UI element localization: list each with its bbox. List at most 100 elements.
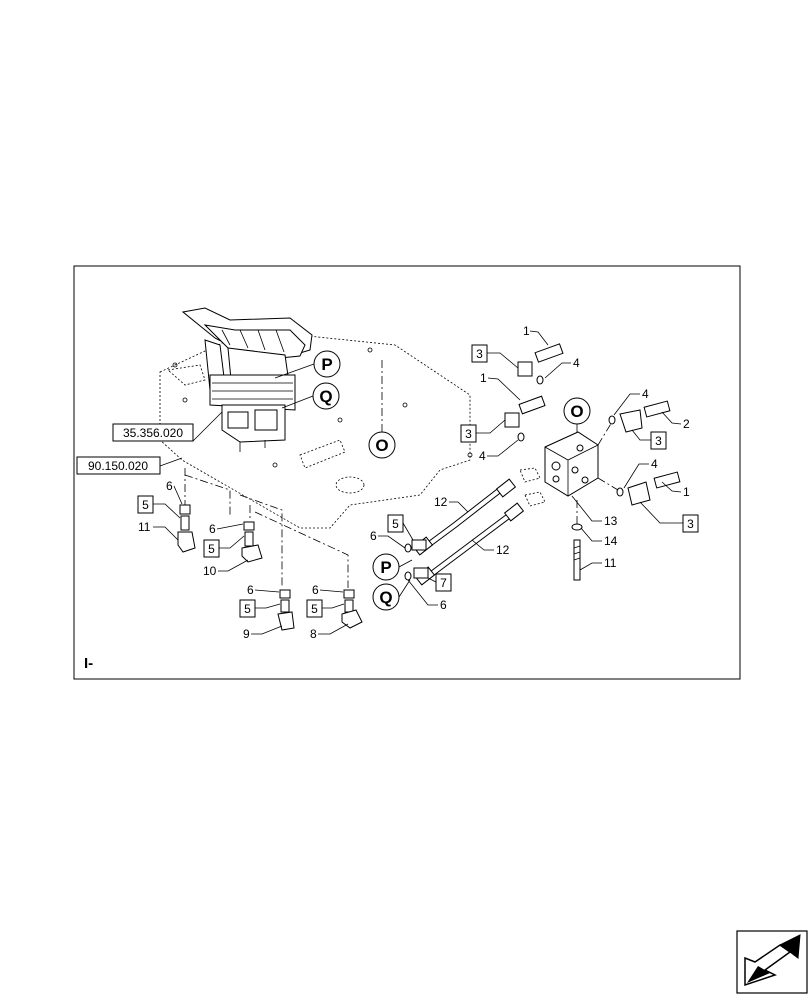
- label-6-a: 6: [166, 479, 183, 505]
- svg-text:4: 4: [642, 387, 649, 401]
- callout-p-top: P: [274, 350, 341, 379]
- label-1-mid: 1: [480, 371, 521, 401]
- fitting-8: [341, 589, 363, 629]
- svg-text:12: 12: [434, 495, 448, 509]
- section-mark: I-: [84, 655, 93, 672]
- svg-text:14: 14: [604, 534, 618, 548]
- boxed-label-5-e: 5: [387, 514, 414, 541]
- svg-text:6: 6: [209, 522, 216, 536]
- svg-text:3: 3: [655, 434, 662, 448]
- svg-text:6: 6: [166, 479, 173, 493]
- svg-text:5: 5: [311, 602, 318, 616]
- callout-o-block: O: [563, 397, 591, 440]
- svg-text:6: 6: [247, 583, 254, 597]
- pedal-assembly: [181, 307, 313, 452]
- label-13: 13: [571, 495, 618, 528]
- fitting-right-2: [597, 400, 671, 446]
- boxed-label-5-a: 5: [137, 495, 181, 519]
- svg-text:9: 9: [243, 627, 250, 641]
- svg-text:12: 12: [496, 543, 510, 557]
- boxed-label-3-right-upper: 3: [631, 429, 667, 450]
- label-10: 10: [203, 559, 249, 578]
- boxed-label-5-b: 5: [203, 535, 245, 558]
- label-12-upper: 12: [434, 495, 469, 513]
- bolt-11: [571, 500, 583, 581]
- svg-text:6: 6: [440, 598, 447, 612]
- svg-text:6: 6: [370, 529, 377, 543]
- svg-text:4: 4: [651, 457, 658, 471]
- svg-text:1: 1: [683, 485, 690, 499]
- valve-block: [544, 431, 599, 497]
- svg-text:5: 5: [392, 517, 399, 531]
- boxed-label-7: 7: [427, 573, 452, 592]
- leader-lines: [184, 468, 349, 588]
- svg-text:35.356.020: 35.356.020: [123, 426, 183, 440]
- svg-text:4: 4: [573, 356, 580, 370]
- next-page-arrow-icon[interactable]: [736, 930, 808, 994]
- fitting-hose-5: [404, 539, 427, 553]
- svg-text:2: 2: [683, 417, 690, 431]
- adapter-dotted: [519, 467, 546, 507]
- svg-text:3: 3: [465, 427, 472, 441]
- svg-text:8: 8: [310, 627, 317, 641]
- callout-q-top: Q: [281, 382, 340, 410]
- svg-text:Q: Q: [379, 588, 392, 607]
- svg-text:5: 5: [208, 542, 215, 556]
- label-9: 9: [243, 625, 283, 641]
- label-6-d: 6: [312, 583, 344, 597]
- svg-text:13: 13: [604, 514, 618, 528]
- svg-text:O: O: [375, 436, 388, 455]
- boxed-label-3-top: 3: [471, 344, 519, 369]
- label-4-top: 4: [544, 356, 580, 379]
- callout-p-hose: P: [372, 553, 413, 581]
- label-6-b: 6: [209, 522, 244, 536]
- svg-text:Q: Q: [319, 387, 332, 406]
- label-4-mid: 4: [479, 439, 519, 463]
- label-4-right-lower: 4: [623, 457, 658, 489]
- fitting-upper-1: [517, 343, 564, 385]
- fitting-mid-1: [504, 395, 546, 442]
- svg-text:O: O: [570, 402, 583, 421]
- reference-box-35-356-020[interactable]: 35.356.020: [112, 411, 223, 442]
- svg-text:P: P: [380, 558, 391, 577]
- svg-text:5: 5: [142, 498, 149, 512]
- label-11-right: 11: [579, 556, 617, 571]
- callout-o-plate: O: [368, 360, 396, 459]
- svg-text:P: P: [321, 355, 332, 374]
- svg-text:5: 5: [244, 602, 251, 616]
- label-6-c: 6: [247, 583, 280, 597]
- label-8: 8: [310, 623, 349, 641]
- svg-text:11: 11: [604, 556, 617, 570]
- svg-text:6: 6: [312, 583, 319, 597]
- label-6-e: 6: [370, 529, 406, 549]
- boxed-label-5-c: 5: [239, 599, 281, 618]
- fitting-11: [177, 504, 196, 553]
- boxed-label-3-mid: 3: [460, 419, 506, 443]
- svg-text:4: 4: [479, 449, 486, 463]
- svg-text:1: 1: [480, 371, 487, 385]
- svg-text:7: 7: [440, 576, 447, 590]
- boxed-label-3-right-lower: 3: [639, 501, 699, 533]
- svg-text:1: 1: [523, 324, 530, 338]
- boxed-label-5-d: 5: [306, 599, 345, 618]
- fitting-9: [277, 589, 295, 631]
- svg-text:3: 3: [687, 517, 694, 531]
- diagram-frame: [73, 265, 741, 680]
- svg-text:90.150.020: 90.150.020: [88, 459, 148, 473]
- label-4-right-upper: 4: [613, 387, 649, 416]
- label-1-right: 1: [661, 481, 690, 499]
- reference-box-90-150-020[interactable]: 90.150.020: [76, 456, 183, 475]
- label-1-top: 1: [523, 324, 549, 346]
- svg-text:10: 10: [203, 564, 217, 578]
- fitting-10: [241, 521, 263, 563]
- label-11-left: 11: [138, 520, 179, 541]
- svg-text:11: 11: [138, 520, 151, 534]
- label-2-right: 2: [661, 411, 690, 431]
- svg-text:3: 3: [476, 347, 483, 361]
- callout-q-hose: Q: [372, 579, 411, 611]
- fitting-hose-7: [404, 567, 429, 581]
- fitting-right-1: [597, 471, 681, 506]
- label-14: 14: [580, 527, 618, 548]
- label-12-lower: 12: [471, 539, 510, 557]
